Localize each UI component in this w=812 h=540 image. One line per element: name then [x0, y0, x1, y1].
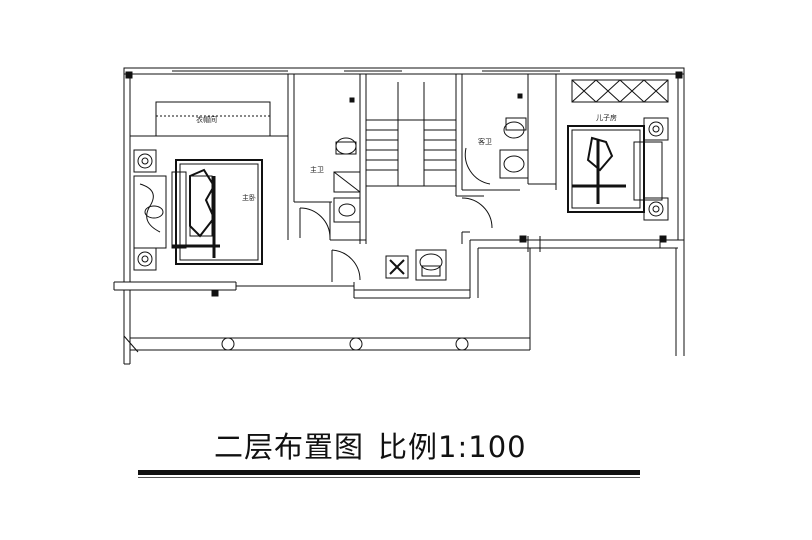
staircase — [365, 82, 457, 187]
room-label-master-bedroom: 主卧 — [242, 193, 256, 202]
plan-title-text: 二层布置图 — [214, 430, 365, 464]
door-swings — [331, 147, 493, 282]
title-underline-thin — [138, 477, 640, 478]
guest-bath-fixtures — [499, 93, 529, 179]
son-room-furniture — [567, 79, 669, 221]
closet — [130, 101, 288, 137]
hall-fixtures — [385, 249, 447, 281]
plan-scale: 比例1:100 — [378, 430, 527, 464]
room-label-son-room: 儿子房 — [596, 113, 617, 122]
room-label-closet: 衣帽间 — [196, 115, 217, 124]
room-label-guest-bath: 客卫 — [478, 137, 492, 146]
title-underline — [138, 470, 640, 475]
room-label-master-bath: 主卫 — [310, 165, 324, 174]
plan-title: 二层布置图比例1:100 — [214, 424, 527, 466]
master-bed-icon — [133, 149, 263, 271]
master-bath-fixtures — [299, 137, 361, 239]
wall-markers — [125, 71, 683, 297]
balcony — [123, 248, 677, 365]
interior-walls — [287, 74, 557, 244]
